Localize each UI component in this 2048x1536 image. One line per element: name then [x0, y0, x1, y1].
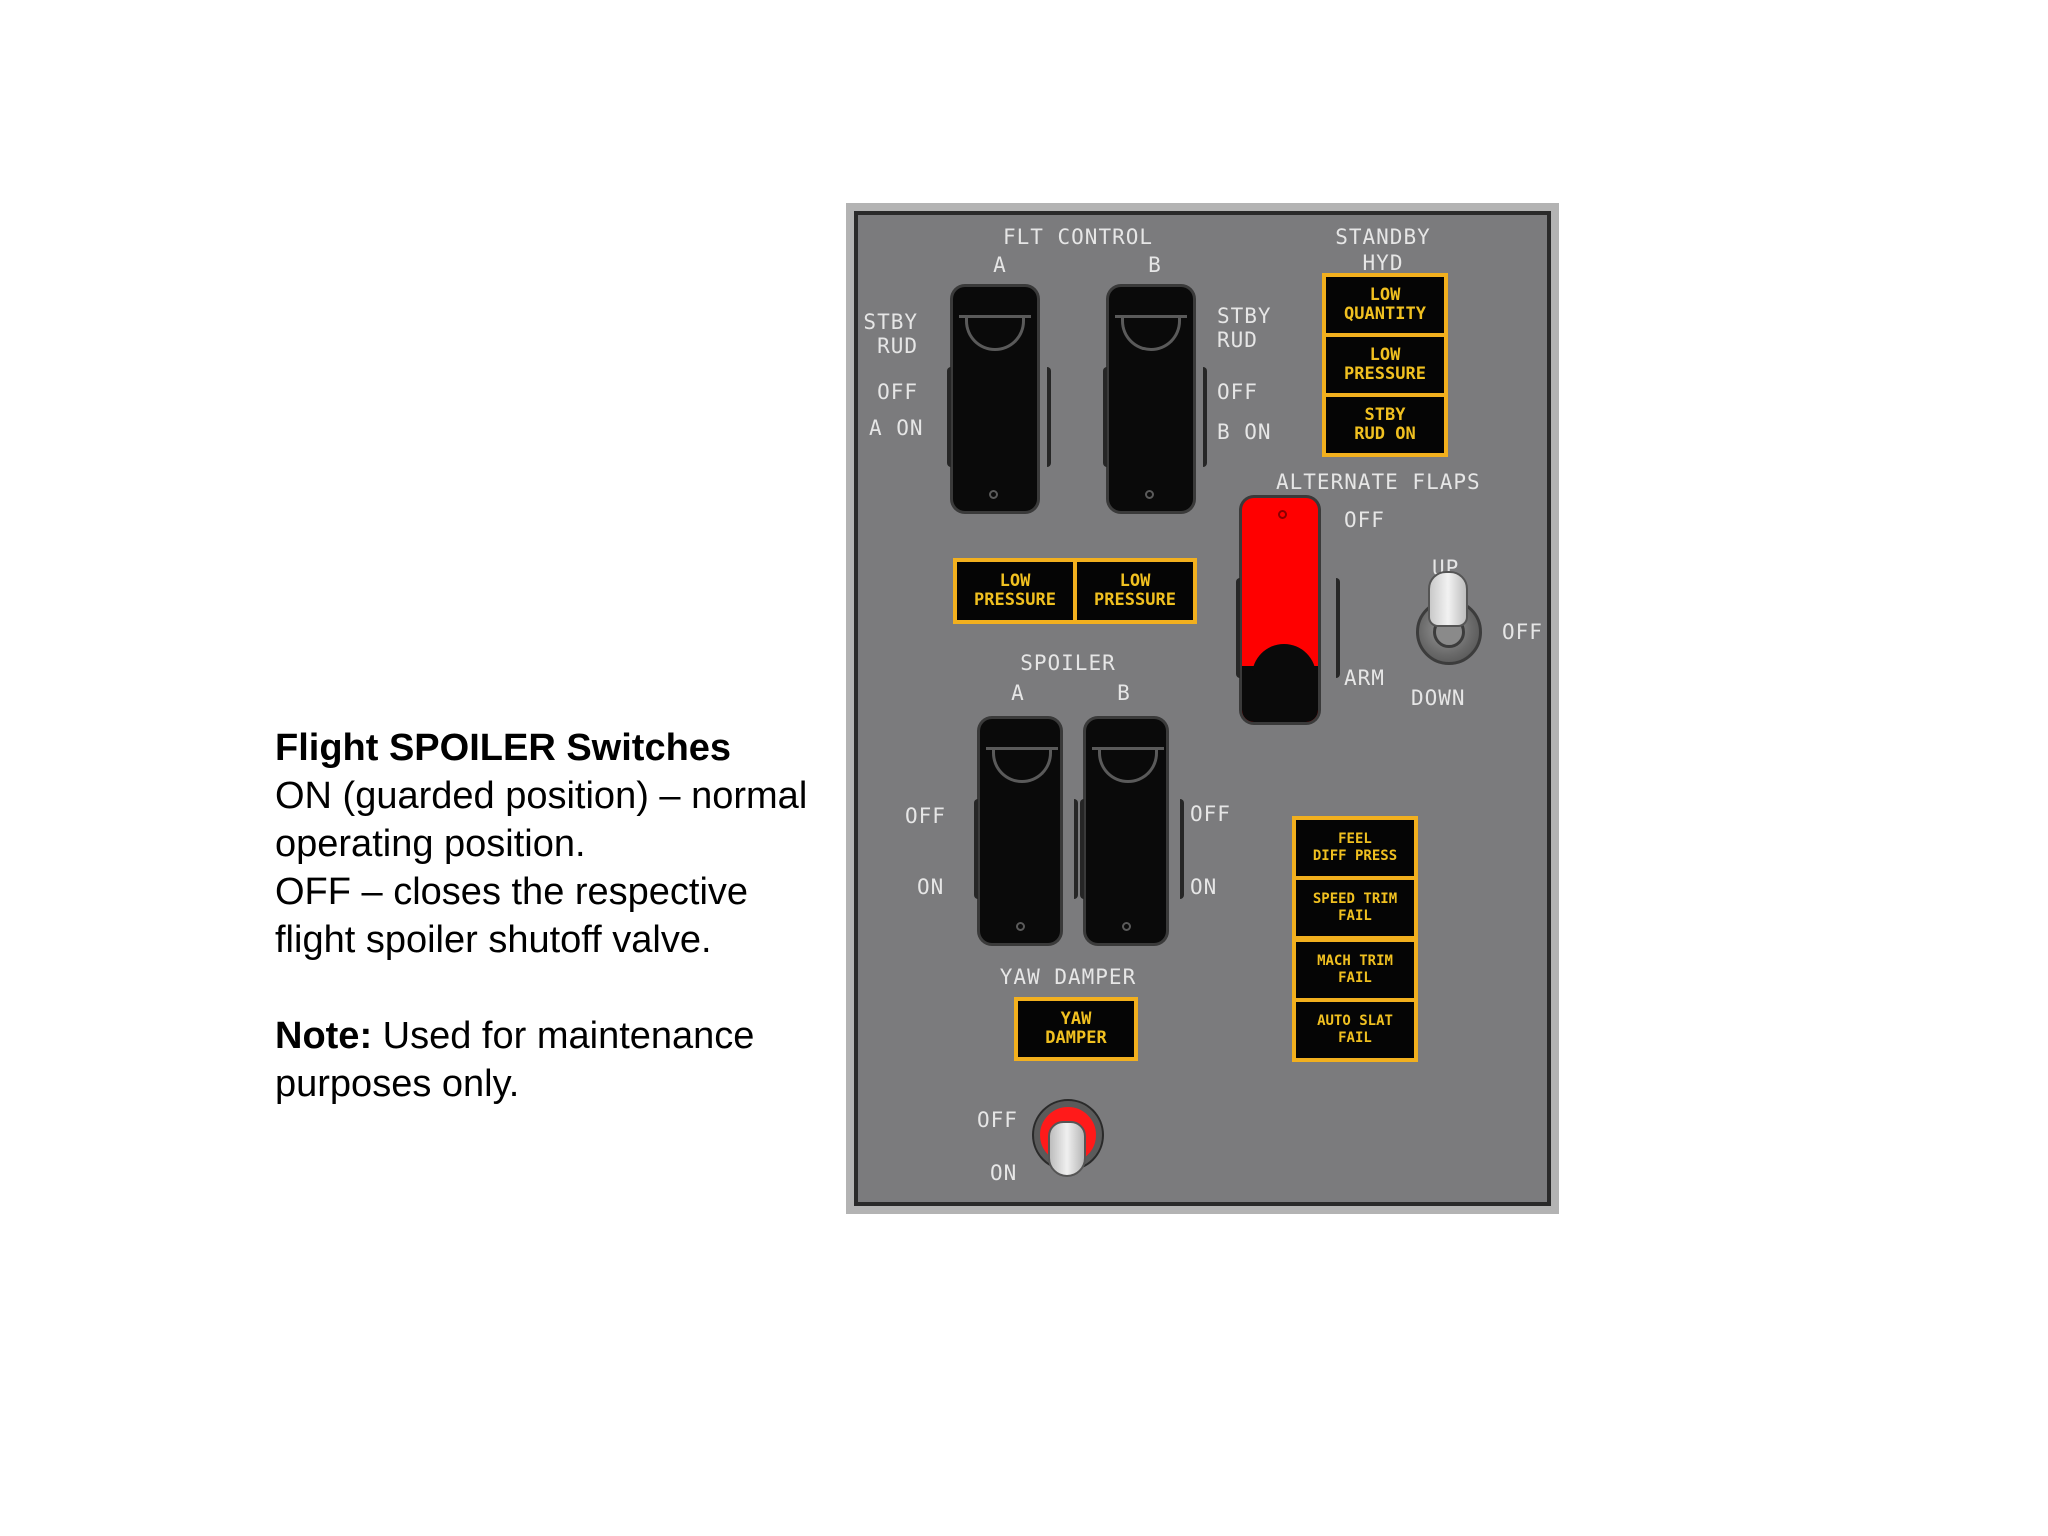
flt-a-off-label: OFF: [877, 380, 918, 404]
spoiler-b-switch[interactable]: [1080, 719, 1184, 943]
flt-b-off-label: OFF: [1217, 380, 1258, 404]
note-line-2: purposes only.: [275, 1063, 520, 1105]
spoiler-b-on-label: ON: [1190, 875, 1218, 899]
spoiler-b-label: B: [1117, 681, 1131, 705]
stby-low-pressure-light: LOW PRESSURE: [1322, 333, 1448, 397]
flt-a-on-label: A ON: [869, 416, 924, 440]
spoiler-a-label: A: [1011, 681, 1025, 705]
spoiler-a-off-label: OFF: [905, 804, 946, 828]
alt-flaps-down-label: DOWN: [1411, 686, 1466, 710]
panel-face: FLT CONTROL A B STBY RUD OFF A ON STBY R…: [854, 211, 1551, 1206]
spoiler-a-on-label: ON: [917, 875, 945, 899]
overhead-panel: FLT CONTROL A B STBY RUD OFF A ON STBY R…: [846, 203, 1559, 1214]
note-label: Note:: [275, 1015, 373, 1057]
description-gap: [275, 964, 855, 1012]
alternate-flaps-toggle[interactable]: [1428, 571, 1468, 627]
flt-control-a-switch[interactable]: [947, 287, 1051, 511]
flt-a-rud-label: RUD: [877, 334, 918, 358]
speed-trim-fail-light: SPEED TRIM FAIL: [1292, 876, 1418, 940]
description-title: Flight SPOILER Switches: [275, 727, 732, 769]
standby-hyd-heading-1: STANDBY: [1335, 225, 1431, 249]
alt-flaps-toggle-off-label: OFF: [1502, 620, 1543, 644]
description-line-1: ON (guarded position) – normal: [275, 775, 808, 817]
alternate-flaps-heading: ALTERNATE FLAPS: [1276, 470, 1481, 494]
flt-b-low-pressure-light: LOW PRESSURE: [1073, 558, 1197, 624]
stby-rud-on-light: STBY RUD ON: [1322, 393, 1448, 457]
yaw-damper-light: YAW DAMPER: [1014, 997, 1138, 1061]
alternate-flaps-arm-switch[interactable]: [1236, 498, 1340, 722]
stby-low-quantity-light: LOW QUANTITY: [1322, 273, 1448, 337]
flt-control-a-label: A: [993, 253, 1007, 277]
spoiler-b-off-label: OFF: [1190, 802, 1231, 826]
flt-b-on-label: B ON: [1217, 420, 1272, 444]
description-line-4: flight spoiler shutoff valve.: [275, 919, 712, 961]
note-text-1: Used for maintenance: [372, 1015, 755, 1057]
flt-control-heading: FLT CONTROL: [1002, 225, 1154, 249]
flt-control-b-label: B: [1148, 253, 1162, 277]
yaw-damper-heading: YAW DAMPER: [999, 965, 1137, 989]
spoiler-description: Flight SPOILER Switches ON (guarded posi…: [275, 724, 855, 1108]
yaw-damper-toggle[interactable]: [1048, 1121, 1086, 1177]
spoiler-heading: SPOILER: [1020, 651, 1116, 675]
alt-flaps-arm-label: ARM: [1344, 666, 1385, 690]
flt-b-stby-label: STBY: [1217, 304, 1272, 328]
flt-b-rud-label: RUD: [1217, 328, 1258, 352]
note-line-1: Note: Used for maintenance: [275, 1012, 855, 1060]
mach-trim-fail-light: MACH TRIM FAIL: [1292, 938, 1418, 1002]
alt-flaps-off-label: OFF: [1344, 508, 1385, 532]
flt-a-low-pressure-light: LOW PRESSURE: [953, 558, 1077, 624]
standby-hyd-heading-2: HYD: [1362, 251, 1404, 275]
flt-control-b-switch[interactable]: [1103, 287, 1207, 511]
yaw-damper-on-label: ON: [990, 1161, 1018, 1185]
description-line-2: operating position.: [275, 823, 586, 865]
yaw-damper-off-label: OFF: [977, 1108, 1018, 1132]
auto-slat-fail-light: AUTO SLAT FAIL: [1292, 998, 1418, 1062]
flt-a-stby-label: STBY: [863, 310, 918, 334]
feel-diff-press-light: FEEL DIFF PRESS: [1292, 816, 1418, 880]
spoiler-a-switch[interactable]: [974, 719, 1078, 943]
description-line-3: OFF – closes the respective: [275, 871, 749, 913]
